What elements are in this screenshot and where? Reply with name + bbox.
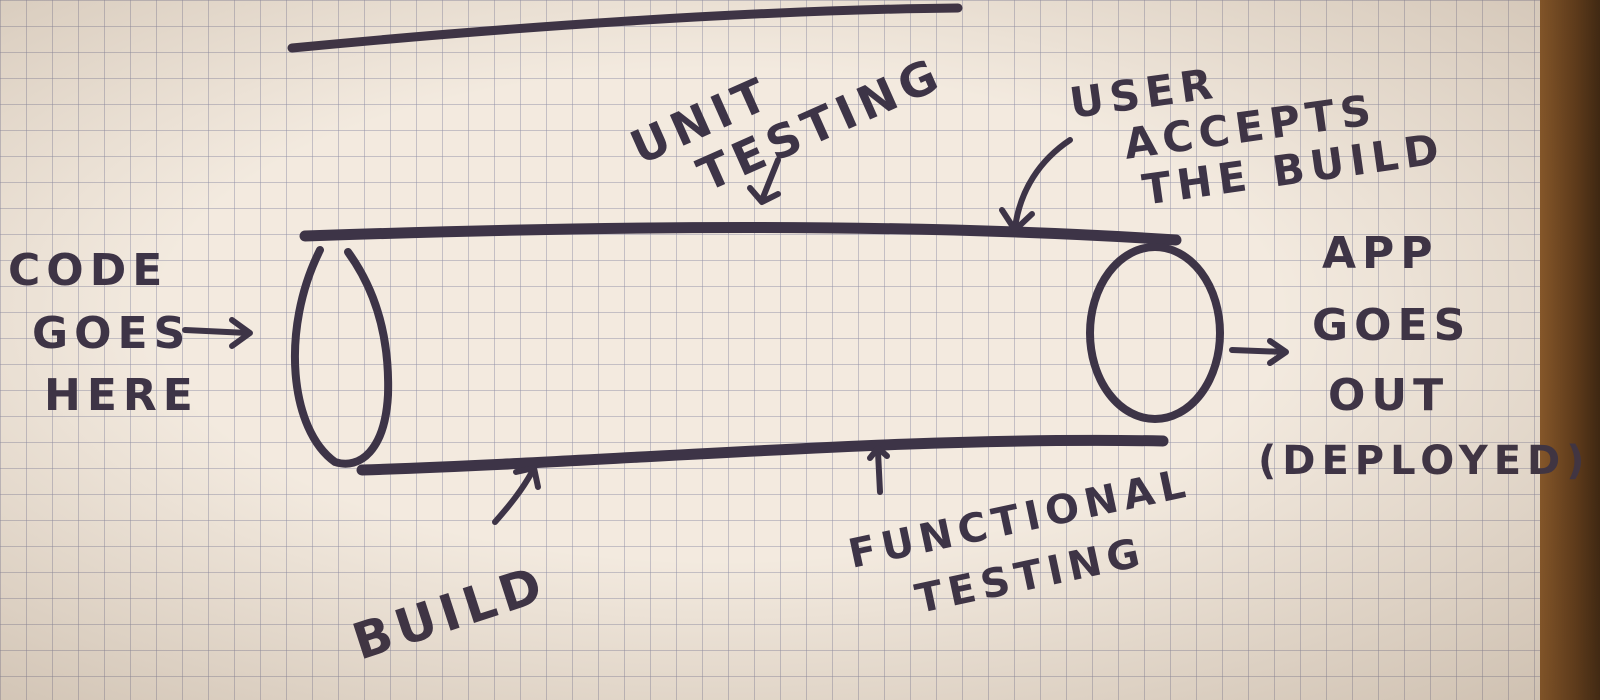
label-app-goes-out: APP GOES OUT (DEPLOYED) — [1258, 228, 1591, 484]
code-goes-line1: CODE — [8, 245, 168, 296]
code-goes-line2: GOES — [32, 308, 191, 359]
build-text: BUILD — [346, 554, 555, 671]
arrow-build — [492, 465, 541, 525]
label-functional-testing: FUNCTIONAL TESTING — [845, 460, 1196, 623]
arrow-app-out — [1229, 338, 1289, 366]
label-user-accepts: USER ACCEPTS THE BUILD — [1067, 59, 1448, 215]
wooden-desk-edge — [1540, 0, 1600, 700]
label-build: BUILD — [346, 554, 555, 671]
arrow-user-accepts — [999, 137, 1073, 233]
arrow-unit-testing — [747, 157, 781, 205]
app-goes-line2: GOES — [1312, 300, 1471, 351]
app-goes-line3: OUT — [1328, 370, 1449, 421]
pipe-right-end — [1086, 243, 1224, 423]
pipe-bottom-edge — [356, 434, 1169, 476]
app-goes-line1: APP — [1322, 228, 1439, 279]
pipe-left-end — [290, 246, 393, 468]
label-unit-testing: UNIT TESTING — [623, 46, 952, 202]
top-stray-line — [287, 3, 963, 53]
arrow-code-in — [182, 317, 253, 349]
arrow-functional-testing — [867, 445, 890, 495]
label-code-goes-here: CODE GOES HERE — [8, 245, 199, 421]
pipe-top-edge — [299, 222, 1182, 246]
app-goes-line4: (DEPLOYED) — [1258, 438, 1591, 484]
code-goes-line3: HERE — [44, 370, 199, 421]
